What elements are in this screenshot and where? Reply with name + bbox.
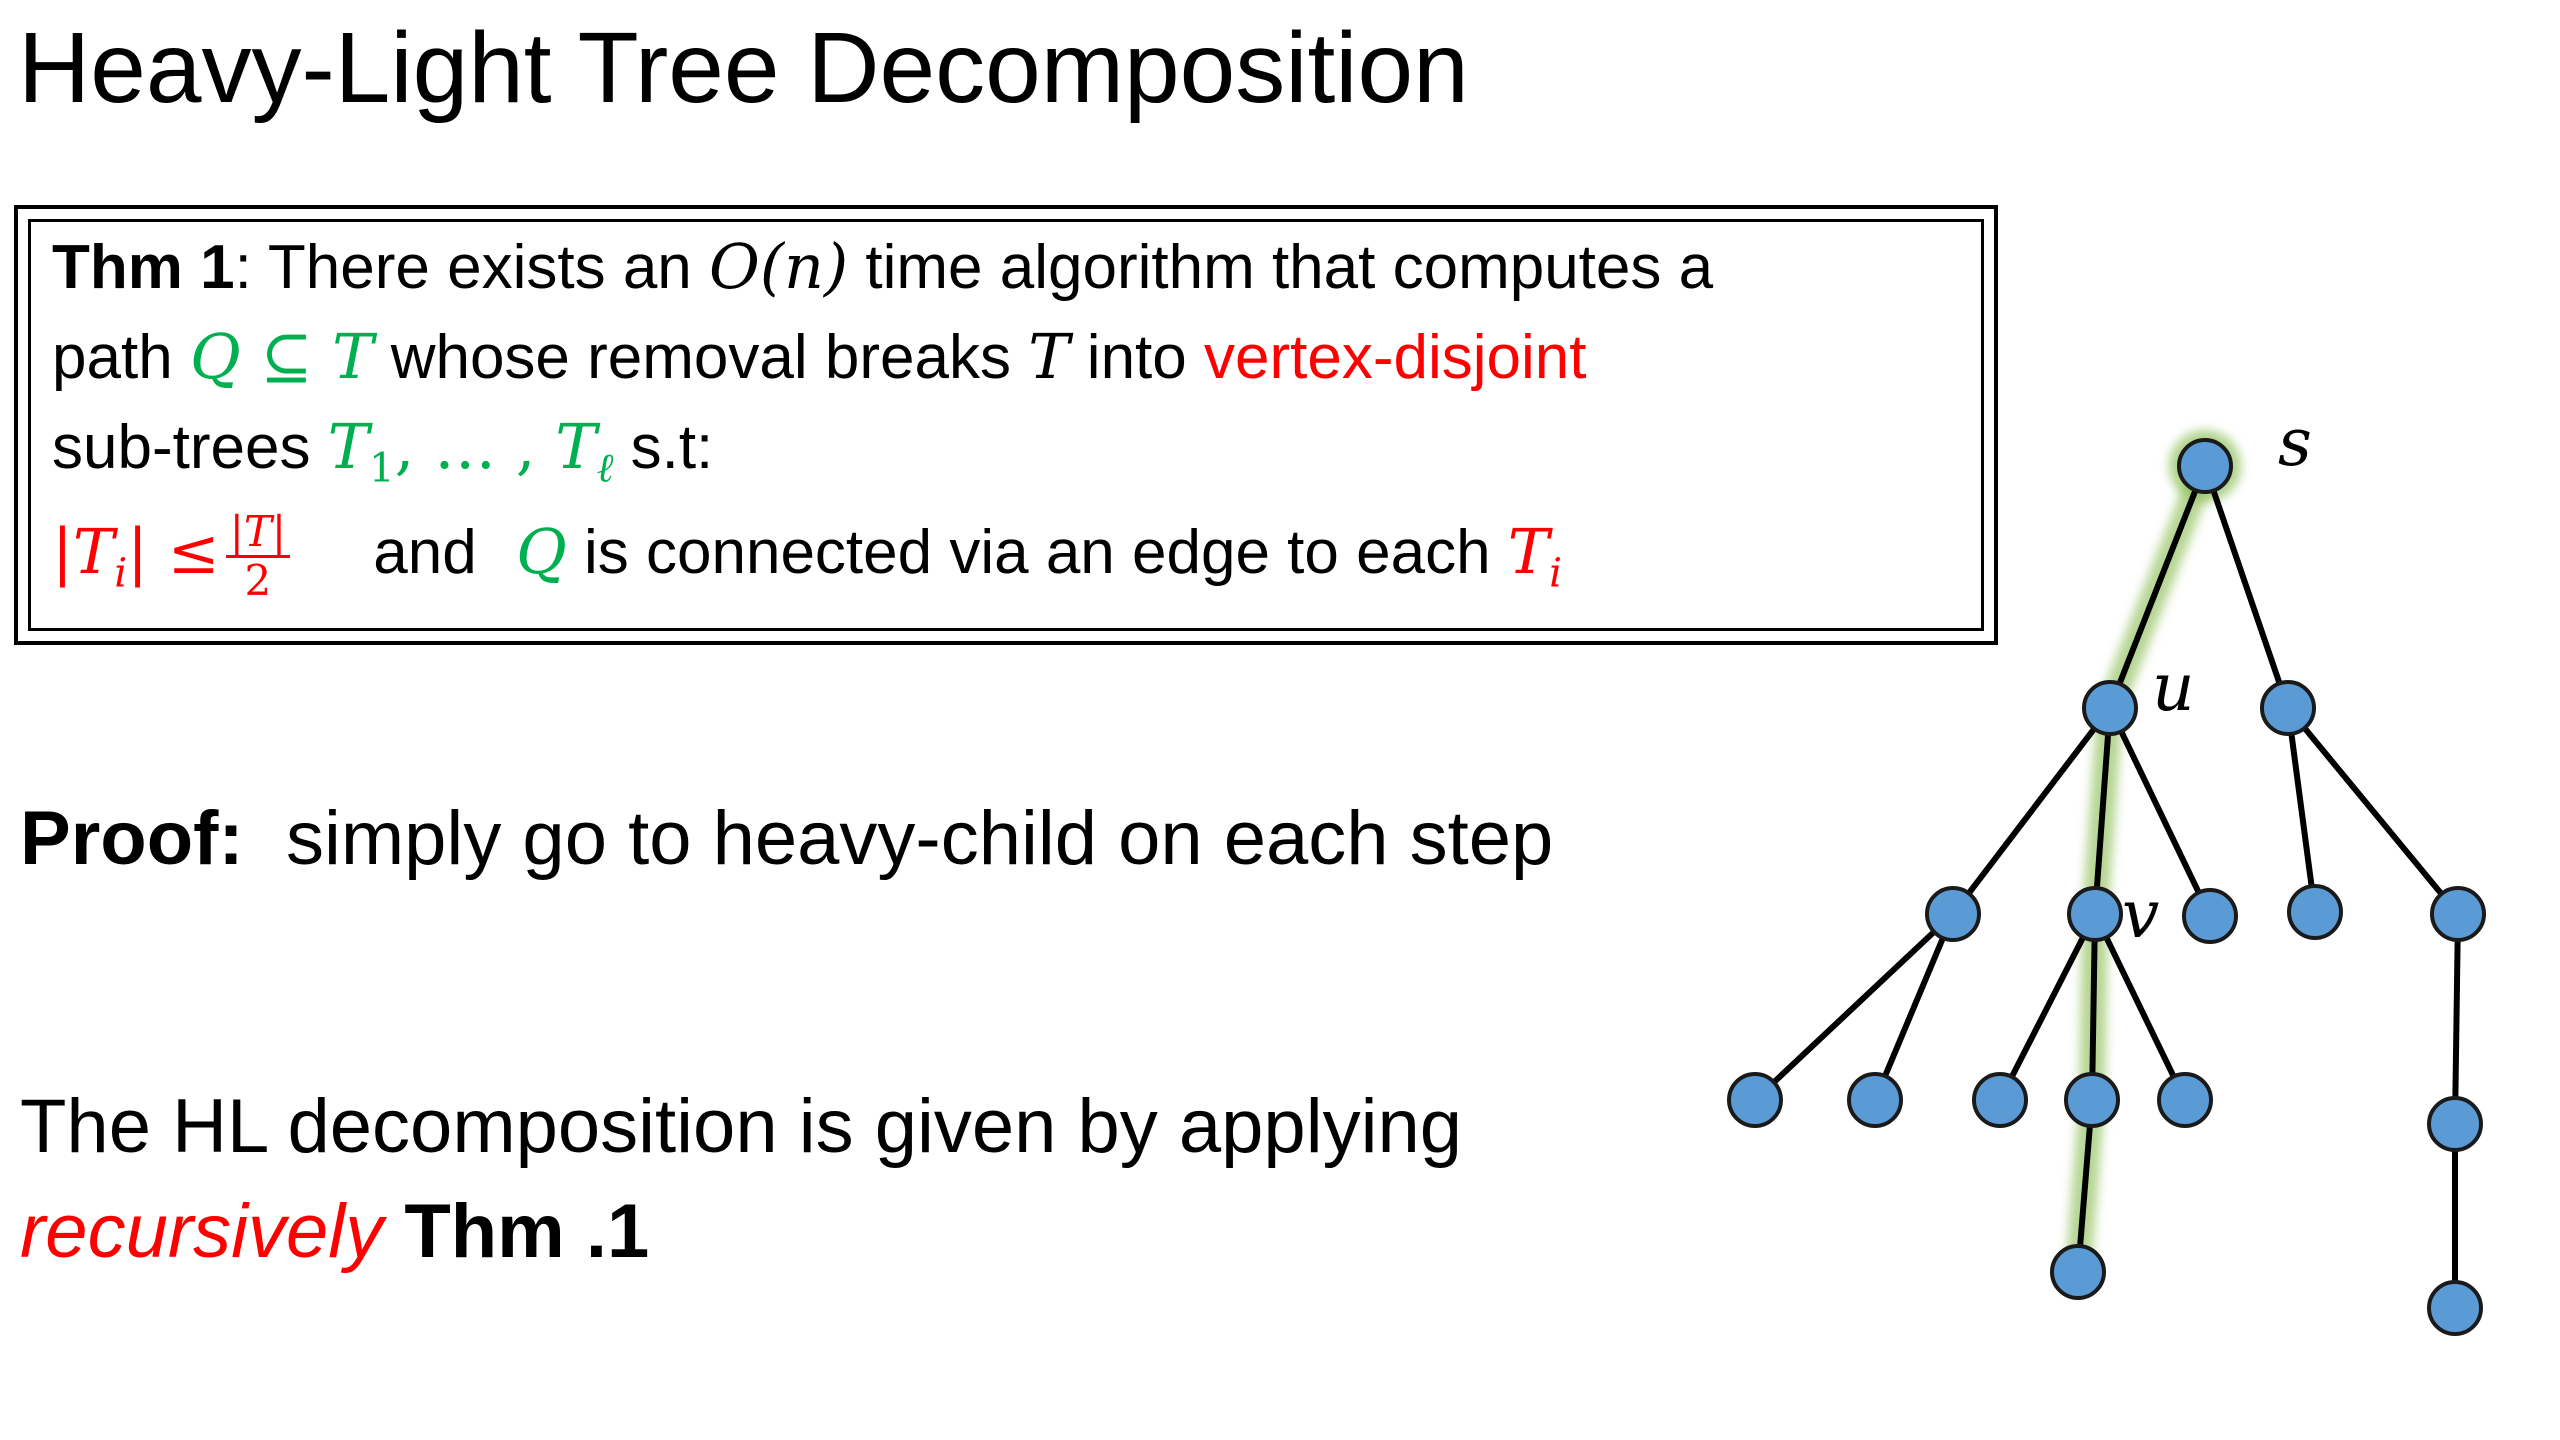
size-lhs-subscript: i [114,549,128,597]
theorem-box-inner [28,219,1984,631]
theorem-text: sub-trees [52,413,328,482]
theorem-line-1: Thm 1: There exists an O(n) time algorit… [52,230,1714,303]
subtree-symbol: T [555,410,597,483]
tree-node [2430,886,2486,942]
tree-node [1925,886,1981,942]
tree-edge [2452,911,2461,1127]
size-lhs: |T [52,515,115,589]
proof-text: simply go to heavy-child on each step [285,796,1554,881]
tree-edge [2092,705,2113,917]
vertex-disjoint-text: vertex-disjoint [1203,323,1587,392]
tree-nodes [1727,438,2486,1336]
theorem-line-4: |Ti| ≤|T|2 and Q is connected via an edg… [52,508,1563,604]
tree-node [2050,1244,2106,1300]
tree-edge [1997,911,2098,1103]
hl-statement: The HL decomposition is given by applyin… [20,1075,1462,1285]
theorem-text: into [1069,323,1204,392]
theorem-line-2: path Q ⊆ T whose removal breaks T into v… [52,320,1587,393]
node-label-v: v [2122,876,2159,953]
subtrees-math: T1, … , Tℓ [327,410,614,490]
tree-edge [2107,705,2213,919]
theorem-text: time algorithm that computes a [848,233,1714,302]
subtree-subscript: i [1549,549,1563,597]
tree-edge [1950,705,2113,917]
tree-node [1847,1072,1903,1128]
tree-edge [2092,911,2188,1103]
theorem-text: whose removal breaks [373,323,1029,392]
proof-label: Proof: [20,796,244,881]
tree-node [2287,884,2343,940]
tree-node [2157,1072,2213,1128]
tree-node [2427,1280,2483,1336]
tree-node [2182,888,2238,944]
hl-line-1: The HL decomposition is given by applyin… [20,1084,1462,1169]
size-fraction: |T|2 [225,508,291,606]
subtree-ellipsis: , … , [394,410,556,483]
tree-node-s [2177,438,2233,494]
tree-node [1727,1072,1783,1128]
subtree-symbol: T [1507,515,1550,589]
fraction-numerator: |T| [225,508,291,559]
tree-node-u [2082,680,2138,736]
tree-node [2064,1072,2120,1128]
complexity-math: O(n) [709,230,849,303]
subtree-subscript: 1 [369,444,395,492]
recursively-text: recursively [20,1188,384,1274]
theorem-text: : There exists an [234,233,710,302]
tree-edge [2202,463,2291,711]
tree-node [1972,1072,2028,1128]
theorem-line-3: sub-trees T1, … , Tℓ s.t: [52,410,714,491]
theorem-text: s.t: [613,413,714,482]
tree-edge [2075,1097,2095,1275]
tree-edge [2285,705,2461,917]
theorem-text: is connected via an edge to each [566,518,1508,588]
theorem-text: path [52,323,190,392]
tree-edge [2107,463,2208,711]
thm-reference: Thm .1 [404,1188,650,1274]
tree-diagram: s u v [1727,404,2486,1336]
size-leq: | ≤ [127,515,220,589]
tree-edge [2089,911,2098,1103]
size-bound-math: |Ti| ≤|T|2 [52,508,296,604]
path-symbol: Q [515,515,567,589]
tree-node [2427,1096,2483,1152]
proof-line: Proof: simply go to heavy-child on each … [20,795,1553,882]
subtree-symbol: T [327,410,370,483]
theorem-text: and [373,518,477,588]
tree-edge [2285,705,2318,915]
tree-node [2260,680,2316,736]
tree-edge [1872,911,1956,1103]
node-label-u: u [2152,649,2195,726]
hl-line-2: recursively Thm .1 [20,1180,1462,1285]
page-title: Heavy-Light Tree Decomposition [18,12,1469,124]
theorem-label: Thm 1 [52,233,235,302]
subtree-subscript: ℓ [596,444,614,492]
tree-edge [1752,911,1956,1103]
tree-edges [1752,463,2461,1311]
theorem-box: Thm 1: There exists an O(n) time algorit… [14,205,1998,645]
path-subset-math: Q ⊆ T [189,320,374,393]
tree-node-v [2067,886,2123,942]
node-label-s: s [2278,404,2312,481]
fraction-denominator: 2 [244,556,272,606]
tree-symbol: T [1028,320,1070,393]
